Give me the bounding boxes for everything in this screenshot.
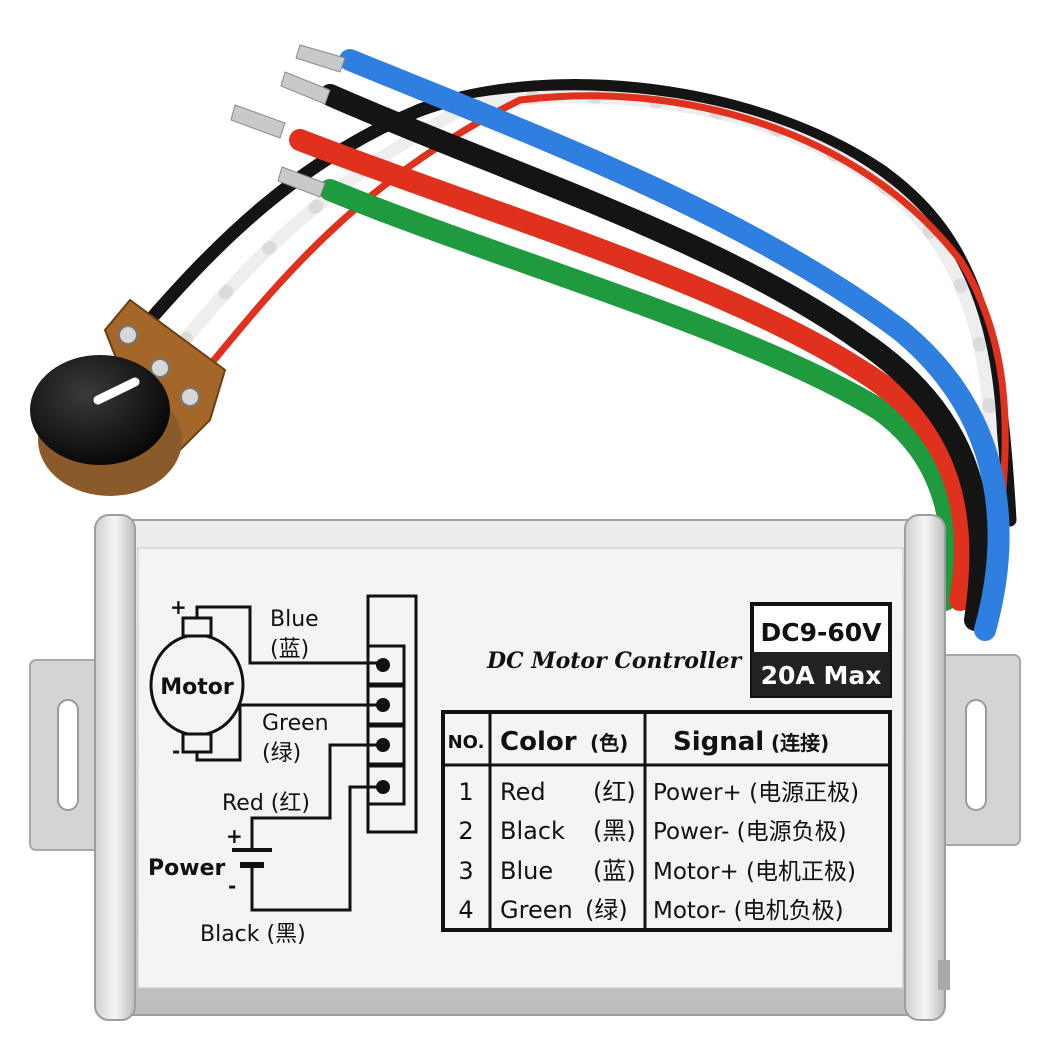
table-cell-no: 2 <box>458 817 473 845</box>
mounting-ear-right <box>939 654 1021 846</box>
table-cell-color-cn: (黑) <box>593 817 636 845</box>
potentiometer <box>30 298 227 496</box>
table-rows: 1 Red (红) Power+ (电源正极) 2 Black (黑) Powe… <box>458 778 859 924</box>
wire-label-blue: Blue <box>270 607 319 632</box>
terminal-screws <box>376 658 390 794</box>
table-header-no: NO. <box>448 732 485 753</box>
controller-case <box>94 514 950 1021</box>
pot-wires <box>143 79 1017 527</box>
table-cell-color-cn: (绿) <box>585 896 628 924</box>
power-minus: - <box>228 874 236 898</box>
table-header-color-cn: (色) <box>590 731 628 755</box>
table-cell-color: Red <box>500 778 546 806</box>
wiring-diagram <box>149 594 418 912</box>
mounting-ear-left <box>29 659 106 851</box>
table-cell-color: Green <box>500 896 573 924</box>
table-cell-color: Blue <box>500 857 553 885</box>
wire-label-red: Red (红) <box>222 791 310 816</box>
wire-tips <box>230 44 346 198</box>
table-cell-color-cn: (蓝) <box>593 857 636 885</box>
table-cell-signal: Motor- (电机负极) <box>653 898 844 924</box>
wire-label-green: Green <box>262 711 329 736</box>
current-spec: 20A Max <box>761 661 882 690</box>
motor-minus: - <box>172 739 180 763</box>
power-label: Power <box>148 856 225 881</box>
motor-plus: + <box>170 595 187 619</box>
table-cell-color-cn: (红) <box>593 778 636 806</box>
voltage-spec: DC9-60V <box>760 618 882 647</box>
wire-label-blue-cn: (蓝) <box>270 637 309 662</box>
power-plus: + <box>226 824 243 848</box>
main-wires <box>289 49 1010 641</box>
wire-label-green-cn: (绿) <box>262 741 301 766</box>
table-cell-no: 3 <box>458 857 473 885</box>
table-cell-signal: Motor+ (电机正极) <box>653 859 856 885</box>
spec-badge <box>750 602 892 698</box>
knob-icon <box>30 355 170 465</box>
product-title: DC Motor Controller <box>486 648 743 674</box>
wire-table <box>441 710 892 932</box>
table-cell-no: 1 <box>458 778 473 806</box>
table-cell-color: Black <box>500 817 565 845</box>
table-cell-signal: Power- (电源负极) <box>653 819 847 845</box>
table-header-signal-cn: (连接) <box>771 731 829 755</box>
table-cell-no: 4 <box>458 896 473 924</box>
table-header-signal: Signal <box>673 727 764 757</box>
motor-label: Motor <box>160 675 234 700</box>
table-cell-signal: Power+ (电源正极) <box>653 780 859 806</box>
wire-label-black: Black (黑) <box>200 922 306 947</box>
table-header-color: Color <box>500 727 577 757</box>
